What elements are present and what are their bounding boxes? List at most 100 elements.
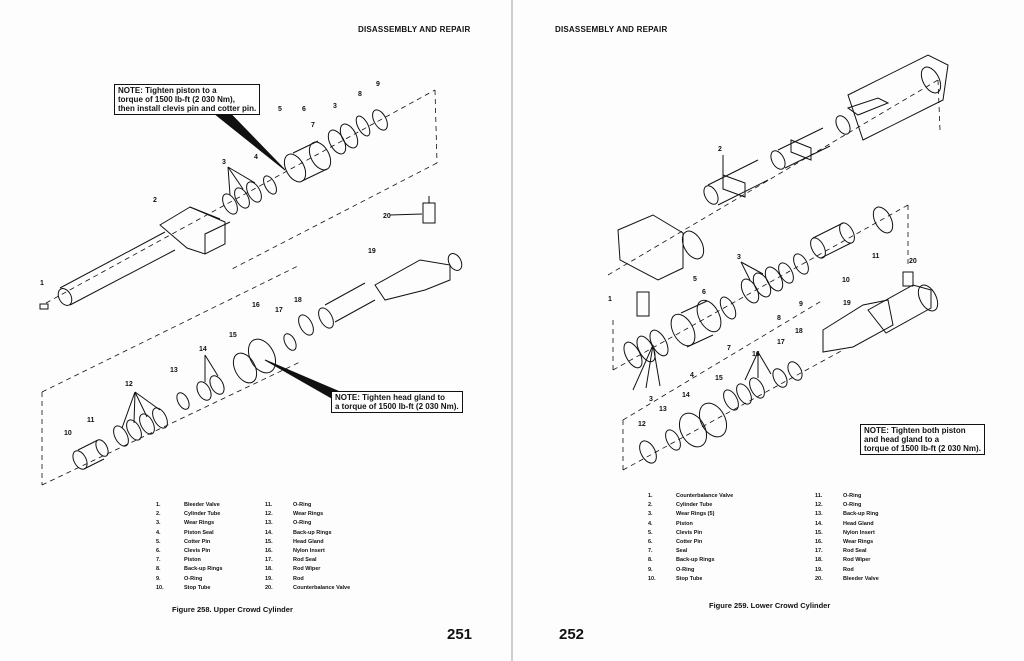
legend-row: 15.Head Gland — [265, 538, 324, 545]
callout: 3 — [222, 159, 226, 166]
legend-row: 5.Cotter Pin — [156, 538, 211, 545]
legend-row: 8.Back-up Rings — [156, 566, 223, 573]
lower-crowd-cylinder-diagram: 2 1 3 5 6 7 4 8 9 10 11 20 19 18 17 16 1… — [607, 54, 949, 471]
callout: 12 — [638, 421, 646, 428]
callout: 1 — [40, 280, 44, 287]
page-header: DISASSEMBLY AND REPAIR — [555, 25, 668, 34]
callout: 2 — [153, 197, 157, 204]
legend-row: 4.Piston Seal — [156, 529, 214, 536]
callout: 2 — [718, 146, 722, 153]
callout: 12 — [125, 381, 133, 388]
callout: 3 — [333, 103, 337, 110]
legend-row: 19.Rod — [815, 566, 854, 573]
callout: 11 — [872, 253, 880, 260]
parts-legend-col2: 11.O-Ring 12.Wear Rings 13.O-Ring 14.Bac… — [265, 501, 350, 593]
callout: 20 — [909, 258, 917, 265]
note-tighten-piston: NOTE: Tighten piston to a torque of 1500… — [114, 84, 261, 115]
callout: 18 — [294, 297, 302, 304]
legend-row: 18.Rod Wiper — [265, 566, 321, 573]
note-tighten-piston-gland: NOTE: Tighten both piston and head gland… — [860, 424, 985, 455]
callout: 6 — [302, 106, 306, 113]
legend-row: 19.Rod — [265, 575, 304, 582]
legend-row: 12.Wear Rings — [265, 511, 324, 518]
legend-row: 10.Stop Tube — [648, 575, 703, 582]
legend-row: 4.Piston — [648, 520, 693, 527]
right-page: DISASSEMBLY AND REPAIR — [513, 0, 1024, 661]
callout: 13 — [170, 367, 178, 374]
legend-row: 3.Wear Rings — [156, 520, 215, 527]
left-page: DISASSEMBLY AND REPAIR — [0, 0, 511, 661]
upper-crowd-cylinder-diagram: 1 2 3 4 5 6 7 3 8 9 20 19 18 17 16 15 14… — [39, 81, 463, 486]
legend-row: 6.Clevis Pin — [156, 548, 211, 555]
callout: 8 — [358, 91, 362, 98]
legend-row: 13.O-Ring — [265, 520, 312, 527]
figure-caption: Figure 259. Lower Crowd Cylinder — [709, 601, 831, 610]
note-tighten-head-gland: NOTE: Tighten head gland to a torque of … — [331, 391, 463, 413]
callout: 11 — [87, 417, 95, 424]
legend-row: 10.Stop Tube — [156, 584, 211, 591]
page-number: 251 — [447, 626, 473, 643]
callout: 19 — [368, 248, 376, 255]
legend-row: 11.O-Ring — [815, 493, 862, 499]
legend-row: 9.O-Ring — [648, 566, 695, 573]
figure-caption: Figure 258. Upper Crowd Cylinder — [172, 605, 293, 614]
callout: 10 — [64, 430, 72, 437]
callout: 10 — [842, 277, 850, 284]
callout: 14 — [682, 392, 690, 399]
legend-row: 9.O-Ring — [156, 575, 203, 582]
legend-row: 16.Wear Rings — [815, 539, 874, 546]
callout: 14 — [199, 346, 207, 353]
callout: 13 — [659, 406, 667, 413]
legend-row: 11.O-Ring — [265, 502, 312, 508]
legend-row: 16.Nylon Insert — [265, 548, 325, 555]
legend-row: 8.Back-up Rings — [648, 557, 715, 564]
parts-legend-col2: 11.O-Ring 12.O-Ring 13.Back-up Ring 14.H… — [815, 492, 879, 584]
callout: 3 — [737, 254, 741, 261]
legend-row: 7.Seal — [648, 548, 688, 555]
legend-row: 18.Rod Wiper — [815, 557, 871, 564]
legend-row: 5.Clevis Pin — [648, 529, 703, 536]
legend-row: 20.Bleeder Valve — [815, 575, 879, 582]
legend-row: 6.Cotter Pin — [648, 539, 703, 546]
legend-row: 14.Back-up Rings — [265, 529, 332, 536]
parts-legend-col1: 1.Bleeder Valve 2.Cylinder Tube 3.Wear R… — [156, 501, 223, 593]
page-header: DISASSEMBLY AND REPAIR — [358, 25, 471, 34]
legend-row: 12.O-Ring — [815, 502, 862, 509]
callout: 9 — [799, 301, 803, 308]
legend-row: 2.Cylinder Tube — [156, 511, 221, 518]
callout: 20 — [383, 213, 391, 220]
callout: 5 — [278, 106, 282, 113]
parts-legend-col1: 1.Counterbalance Valve 2.Cylinder Tube 3… — [648, 492, 733, 584]
legend-row: 2.Cylinder Tube — [648, 502, 713, 509]
legend-row: 7.Piston — [156, 557, 201, 564]
callout: 6 — [702, 289, 706, 296]
legend-row: 14.Head Gland — [815, 520, 874, 527]
callout: 19 — [843, 300, 851, 307]
legend-row: 1.Counterbalance Valve — [648, 493, 734, 499]
callout: 16 — [252, 302, 260, 309]
callout: 7 — [311, 122, 315, 129]
callout: 8 — [777, 315, 781, 322]
callout: 4 — [254, 154, 258, 161]
callout: 1 — [608, 296, 612, 303]
legend-row: 3.Wear Rings (5) — [648, 511, 715, 518]
callout: 15 — [715, 375, 723, 382]
callout: 3 — [649, 396, 653, 403]
page-number: 252 — [559, 626, 585, 643]
legend-row: 17.Rod Seal — [815, 548, 867, 555]
callout: 15 — [229, 332, 237, 339]
callout: 18 — [795, 328, 803, 335]
legend-row: 1.Bleeder Valve — [156, 502, 220, 508]
legend-row: 15.Nylon Insert — [815, 529, 875, 536]
callout: 4 — [690, 372, 694, 379]
callout: 9 — [376, 81, 380, 88]
callout: 16 — [752, 351, 760, 358]
book-spine — [511, 0, 513, 661]
legend-row: 17.Rod Seal — [265, 557, 317, 564]
callout: 17 — [275, 307, 283, 314]
legend-row: 20.Counterbalance Valve — [265, 584, 351, 591]
callout: 5 — [693, 276, 697, 283]
callout: 7 — [727, 345, 731, 352]
legend-row: 13.Back-up Ring — [815, 511, 879, 518]
callout: 17 — [777, 339, 785, 346]
